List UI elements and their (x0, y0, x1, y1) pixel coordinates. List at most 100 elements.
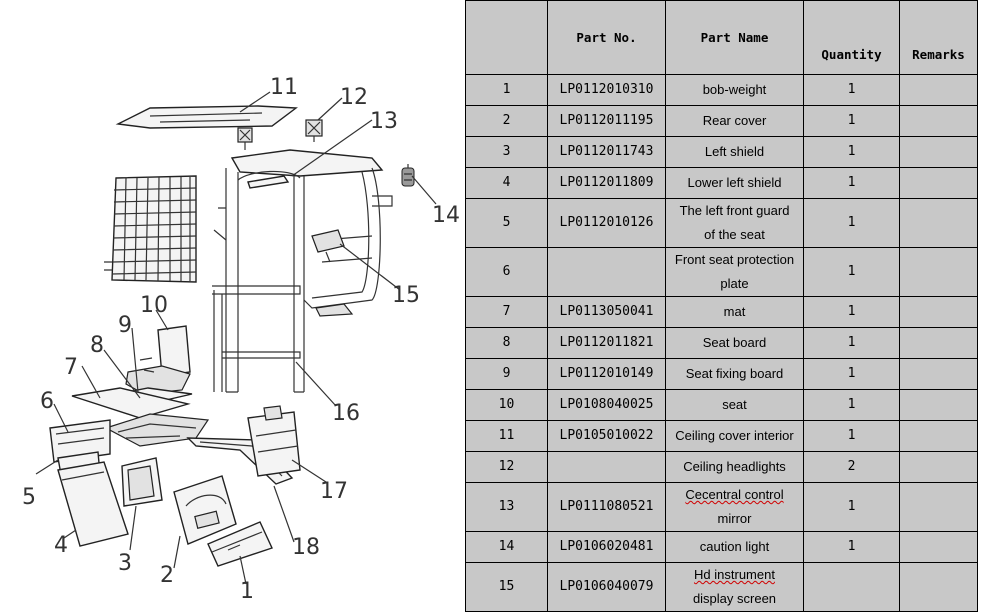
callout-9: 9 (118, 313, 132, 338)
cell-remarks (899, 562, 978, 612)
cell-remarks (899, 296, 978, 328)
cell-index: 6 (465, 247, 548, 297)
part-name-line1: Ceiling cover interior (675, 428, 794, 443)
part-name-line2: plate (720, 276, 749, 291)
cell-part-name: Ceiling cover interior (665, 420, 804, 452)
cell-remarks (899, 358, 978, 390)
cell-index: 3 (465, 136, 548, 168)
cell-remarks (899, 136, 978, 168)
cell-index: 2 (465, 105, 548, 137)
part-name-line2: display screen (692, 591, 777, 606)
part-name-line1: Left shield (704, 144, 765, 159)
cell-part-no: LP0112011195 (547, 105, 666, 137)
cell-part-name: Rear cover (665, 105, 804, 137)
cell-index: 8 (465, 327, 548, 359)
cell-remarks (899, 198, 978, 248)
cell-index: 1 (465, 74, 548, 106)
cell-part-name: bob-weight (665, 74, 804, 106)
cell-quantity: 1 (803, 105, 900, 137)
cell-remarks (899, 105, 978, 137)
cell-index: 15 (465, 562, 548, 612)
part-name-line1: Ceiling headlights (683, 459, 786, 474)
cell-part-no: LP0112011821 (547, 327, 666, 359)
part-name-line1: Seat fixing board (685, 366, 784, 381)
cell-remarks (899, 74, 978, 106)
cell-quantity: 1 (803, 296, 900, 328)
cell-index: 13 (465, 482, 548, 532)
part-lower-left-shield (57, 461, 129, 547)
callout-16: 16 (332, 401, 360, 426)
callout-7: 7 (64, 355, 78, 380)
part-seat (125, 325, 191, 395)
cell-part-name: Hd instrument display screen (665, 562, 804, 612)
callout-12: 12 (340, 85, 368, 110)
cell-part-no: LP0112010149 (547, 358, 666, 390)
cell-quantity (803, 562, 900, 612)
cell-part-no: LP0105010022 (547, 420, 666, 452)
part-name-line1: Hd instrument (694, 567, 775, 582)
part-name-line1: Rear cover (702, 113, 767, 128)
part-ceiling-cover (115, 105, 298, 129)
cell-part-no: LP0112011743 (547, 136, 666, 168)
cell-part-no: LP0106020481 (547, 531, 666, 563)
cell-quantity: 1 (803, 482, 900, 532)
cell-part-no (547, 247, 666, 297)
cell-remarks (899, 531, 978, 563)
header-remarks: Remarks (899, 0, 978, 75)
cell-part-name: Seat fixing board (665, 358, 804, 390)
table-row: 12 Ceiling headlights 2 (465, 451, 978, 483)
callout-5: 5 (22, 485, 36, 510)
cell-remarks (899, 167, 978, 199)
cell-quantity: 1 (803, 198, 900, 248)
part-rear-cover (173, 475, 237, 545)
cell-index: 12 (465, 451, 548, 483)
cell-part-no: LP0108040025 (547, 389, 666, 421)
cell-part-name: seat (665, 389, 804, 421)
part-central-mirror (247, 175, 290, 189)
callout-11: 11 (270, 75, 298, 100)
cell-index: 9 (465, 358, 548, 390)
part-name-line1: mat (723, 304, 746, 319)
part-cab-frame (212, 149, 393, 393)
cell-index: 11 (465, 420, 548, 452)
cell-quantity: 1 (803, 389, 900, 421)
callout-13: 13 (370, 109, 398, 134)
cell-part-name: Left shield (665, 136, 804, 168)
callout-17: 17 (320, 479, 348, 504)
cell-quantity: 1 (803, 531, 900, 563)
header-part-no: Part No. (547, 0, 666, 75)
cell-part-no: LP0111080521 (547, 482, 666, 532)
cell-quantity: 1 (803, 327, 900, 359)
cell-index: 10 (465, 389, 548, 421)
cell-quantity: 1 (803, 420, 900, 452)
cell-part-no: LP0112010126 (547, 198, 666, 248)
cell-index: 14 (465, 531, 548, 563)
header-index (465, 0, 548, 75)
cell-quantity: 2 (803, 451, 900, 483)
header-part-name: Part Name (665, 0, 804, 75)
part-name-line1: Seat board (702, 335, 767, 350)
callout-leaders (35, 91, 437, 585)
cell-part-no: LP0112010310 (547, 74, 666, 106)
callout-14: 14 (432, 203, 460, 228)
part-name-line1: bob-weight (702, 82, 767, 97)
part-name-line2: mirror (717, 511, 752, 526)
cell-remarks (899, 389, 978, 421)
part-caution-light (401, 164, 415, 187)
part-name-line1: caution light (699, 539, 770, 554)
cell-quantity: 1 (803, 358, 900, 390)
part-name-line1: Lower left shield (687, 175, 782, 190)
cell-remarks (899, 327, 978, 359)
